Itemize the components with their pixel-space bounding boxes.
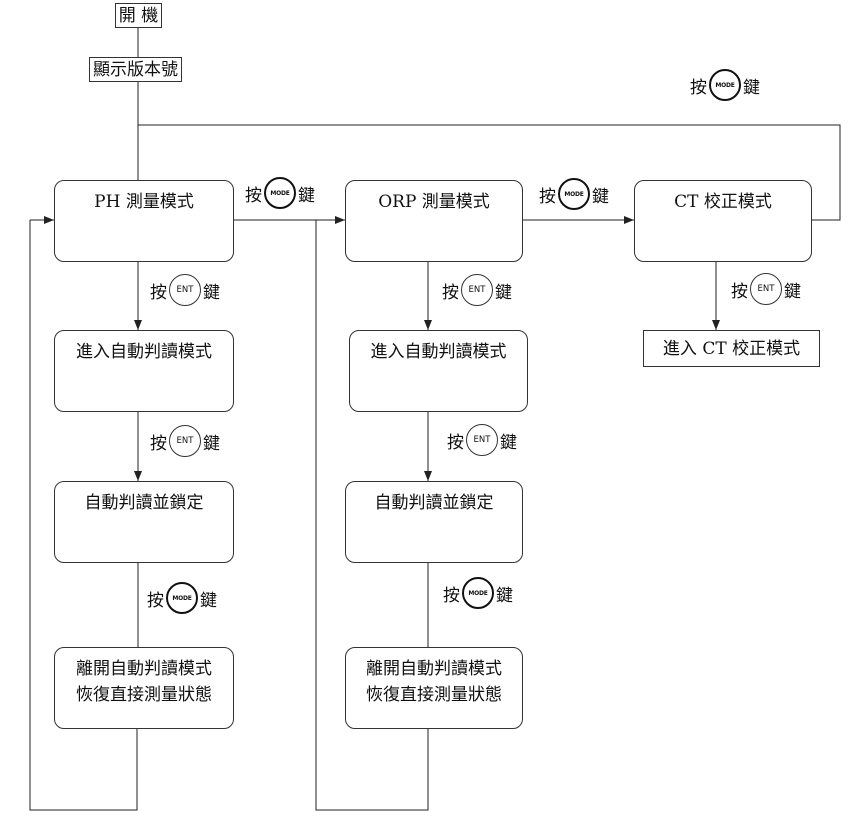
key-name: MODE [715,81,735,89]
orp-auto-lock-label: 自動判讀並鎖定 [374,493,494,513]
mode-key-icon: MODE [558,178,590,210]
power-on-box: 開 機 [115,3,162,28]
ent-key-icon: ENT [750,273,782,305]
press-label: 按 [690,77,707,98]
ct-mode-box: CT 校正模式 [634,180,812,262]
orp-to-ct-key-hint: 按 MODE 鍵 [539,178,609,210]
orp-exit-line-1: 離開自動判讀模式 [366,659,502,679]
key-label: 鍵 [203,282,220,303]
mode-loop-key-hint: 按 MODE 鍵 [690,69,760,101]
connector-ph-exit-loop [29,220,138,811]
key-name: ENT [176,436,194,446]
ph-exit-box: 離開自動判讀模式 恢復直接測量狀態 [54,647,234,729]
key-name: MODE [468,589,488,597]
press-label: 按 [245,185,262,206]
press-label: 按 [539,186,556,207]
press-label: 按 [150,433,167,454]
ph-auto-lock-box: 自動判讀並鎖定 [54,481,234,563]
key-label: 鍵 [743,77,760,98]
key-name: MODE [564,190,584,198]
key-label: 鍵 [298,185,315,206]
ph-to-orp-key-hint: 按 MODE 鍵 [245,177,315,209]
orp-lock-key-hint: 按 ENT 鍵 [447,424,517,456]
orp-mode-box: ORP 測量模式 [345,180,523,262]
key-label: 鍵 [592,186,609,207]
key-label: 鍵 [200,590,217,611]
ent-key-icon: ENT [169,425,201,457]
version-box: 顯示版本號 [89,57,182,82]
mode-key-icon: MODE [264,177,296,209]
orp-exit-box: 離開自動判讀模式 恢復直接測量狀態 [345,647,523,729]
mode-key-icon: MODE [166,582,198,614]
key-name: MODE [172,594,192,602]
orp-enter-key-hint: 按 ENT 鍵 [442,274,512,306]
orp-mode-title: ORP 測量模式 [378,192,490,212]
ent-key-icon: ENT [461,274,493,306]
ph-exit-line-2: 恢復直接測量狀態 [76,685,212,705]
orp-auto-lock-box: 自動判讀並鎖定 [345,481,523,563]
key-name: ENT [757,284,775,294]
mode-key-icon: MODE [709,69,741,101]
press-label: 按 [147,590,164,611]
key-name: MODE [270,189,290,197]
ph-auto-lock-label: 自動判讀並鎖定 [84,493,204,513]
key-name: ENT [176,285,194,295]
version-label: 顯示版本號 [93,59,178,80]
key-label: 鍵 [784,281,801,302]
ct-mode-title: CT 校正模式 [674,192,772,212]
mode-key-icon: MODE [462,577,494,609]
key-label: 鍵 [500,432,517,453]
connector-orp-exit-loop [315,220,429,811]
orp-exit-line-2: 恢復直接測量狀態 [366,685,502,705]
key-name: ENT [468,285,486,295]
press-label: 按 [150,282,167,303]
orp-enter-auto-label: 進入自動判讀模式 [370,342,507,362]
connector-ct-loop-back [138,124,841,221]
key-name: ENT [473,435,491,445]
key-label: 鍵 [495,282,512,303]
ph-enter-auto-label: 進入自動判讀模式 [76,342,212,362]
ent-key-icon: ENT [466,424,498,456]
power-on-label: 開 機 [118,5,159,26]
ct-enter-key-hint: 按 ENT 鍵 [731,273,801,305]
orp-enter-auto-box: 進入自動判讀模式 [349,330,528,412]
press-label: 按 [442,282,459,303]
ct-enter-calibration-label: 進入 CT 校正模式 [662,338,801,359]
press-label: 按 [443,585,460,606]
press-label: 按 [731,281,748,302]
press-label: 按 [447,432,464,453]
orp-exit-key-hint: 按 MODE 鍵 [443,577,513,609]
ph-lock-key-hint: 按 ENT 鍵 [150,425,220,457]
key-label: 鍵 [203,433,220,454]
ct-enter-calibration-box: 進入 CT 校正模式 [643,330,820,367]
key-label: 鍵 [496,585,513,606]
ph-exit-line-1: 離開自動判讀模式 [76,659,212,679]
ph-exit-key-hint: 按 MODE 鍵 [147,582,217,614]
ph-mode-box: PH 測量模式 [54,180,234,262]
ent-key-icon: ENT [169,274,201,306]
ph-mode-title: PH 測量模式 [94,192,194,212]
ph-enter-auto-box: 進入自動判讀模式 [54,330,234,412]
ph-enter-key-hint: 按 ENT 鍵 [150,274,220,306]
